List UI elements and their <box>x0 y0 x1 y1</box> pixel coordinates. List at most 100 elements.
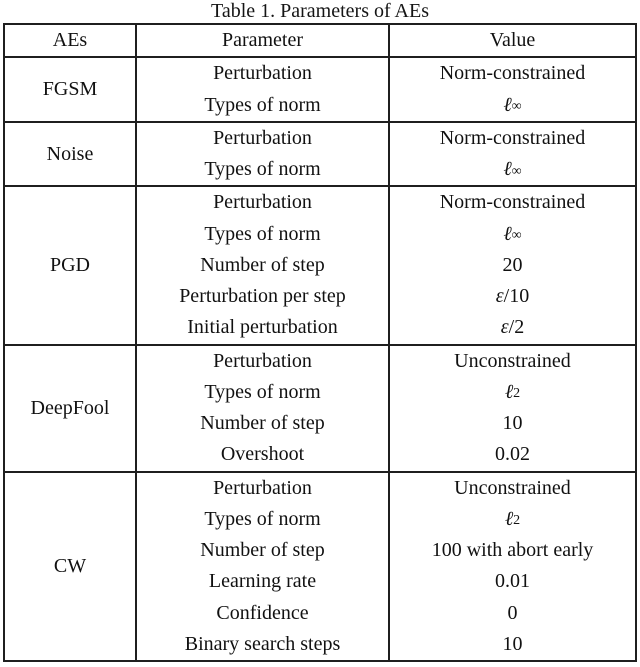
group-deepfool-label: DeepFool <box>5 345 137 471</box>
table-row: Confidence 0 <box>137 597 635 629</box>
value-cell: 10 <box>390 629 635 660</box>
param-cell: Types of norm <box>137 503 390 535</box>
table-row: Number of step 20 <box>137 249 635 281</box>
table-row: Perturbation per step ε/10 <box>137 281 635 313</box>
value-math: ℓ <box>504 507 514 530</box>
table-caption: Table 1. Parameters of AEs <box>211 0 429 22</box>
header-right-row: Parameter Value <box>137 25 635 57</box>
group-pgd: PGD Perturbation Norm-constrained Types … <box>5 185 635 344</box>
value-cell: Unconstrained <box>390 346 635 377</box>
table-row: Types of norm ℓ∞ <box>137 154 635 186</box>
group-deepfool: DeepFool Perturbation Unconstrained Type… <box>5 343 635 471</box>
group-cw: CW Perturbation Unconstrained Types of n… <box>5 470 635 660</box>
param-cell: Number of step <box>137 249 390 281</box>
value-cell: Unconstrained <box>390 473 635 504</box>
value-text: Norm-constrained <box>439 126 586 149</box>
value-cell: Norm-constrained <box>390 58 635 89</box>
value-text: 0 <box>507 601 518 624</box>
header-right: Parameter Value <box>137 25 635 57</box>
value-cell: 0.01 <box>390 566 635 597</box>
param-cell: Initial perturbation <box>137 312 390 344</box>
param-cell: Number of step <box>137 408 390 440</box>
param-cell: Confidence <box>137 597 390 629</box>
group-cw-rows: Perturbation Unconstrained Types of norm… <box>137 472 635 660</box>
table-row: Types of norm ℓ∞ <box>137 218 635 250</box>
value-math: ε <box>495 285 504 308</box>
value-cell: Norm-constrained <box>390 187 635 218</box>
value-math: ε <box>500 316 509 339</box>
table-row: Binary search steps 10 <box>137 628 635 660</box>
value-text: 100 with abort early <box>431 539 594 562</box>
table-row: Perturbation Unconstrained <box>137 345 635 377</box>
param-cell: Perturbation <box>137 58 390 90</box>
table-header-row: AEs Parameter Value <box>5 25 635 57</box>
table-row: Perturbation Norm-constrained <box>137 187 635 219</box>
col-header-value: Value <box>489 29 536 52</box>
group-pgd-rows: Perturbation Norm-constrained Types of n… <box>137 187 635 344</box>
group-noise: Noise Perturbation Norm-constrained Type… <box>5 120 635 186</box>
value-text: 10 <box>502 632 523 655</box>
group-pgd-label: PGD <box>5 187 137 344</box>
value-cell: ε/2 <box>390 312 635 343</box>
table-row: Number of step 10 <box>137 408 635 440</box>
value-cell: 0.02 <box>390 439 635 470</box>
param-cell: Perturbation <box>137 472 390 504</box>
value-subscript: ∞ <box>511 228 522 244</box>
value-rest: /2 <box>508 316 525 339</box>
param-cell: Perturbation <box>137 187 390 219</box>
param-cell: Types of norm <box>137 218 390 250</box>
value-text: Unconstrained <box>454 349 571 372</box>
value-rest: /10 <box>503 285 530 308</box>
table-row: Initial perturbation ε/2 <box>137 312 635 344</box>
value-text: 0.02 <box>495 443 530 466</box>
value-math: ℓ <box>504 380 514 403</box>
value-math: ℓ <box>503 222 512 245</box>
value-subscript: 2 <box>513 386 521 402</box>
table-row: Number of step 100 with abort early <box>137 535 635 567</box>
table-row: Perturbation Norm-constrained <box>137 58 635 90</box>
group-noise-label: Noise <box>5 122 137 186</box>
group-fgsm-label: FGSM <box>5 58 137 121</box>
param-cell: Types of norm <box>137 154 390 186</box>
param-cell: Perturbation <box>137 122 390 154</box>
table-row: Perturbation Unconstrained <box>137 472 635 504</box>
value-cell: 10 <box>390 408 635 439</box>
value-text: 0.01 <box>495 570 530 593</box>
group-fgsm: FGSM Perturbation Norm-constrained Types… <box>5 56 635 121</box>
value-subscript: ∞ <box>511 163 522 179</box>
param-cell: Perturbation per step <box>137 281 390 313</box>
value-cell: ε/10 <box>390 281 635 312</box>
group-deepfool-rows: Perturbation Unconstrained Types of norm… <box>137 345 635 471</box>
value-cell: 100 with abort early <box>390 535 635 566</box>
param-cell: Overshoot <box>137 439 390 471</box>
value-math: ℓ <box>503 93 512 116</box>
value-cell: 20 <box>390 250 635 281</box>
value-cell: 0 <box>390 598 635 629</box>
col-header-aes: AEs <box>5 25 137 57</box>
group-cw-label: CW <box>5 472 137 660</box>
param-cell: Types of norm <box>137 376 390 408</box>
param-cell: Learning rate <box>137 566 390 598</box>
param-cell: Number of step <box>137 535 390 567</box>
group-noise-rows: Perturbation Norm-constrained Types of n… <box>137 122 635 186</box>
value-text: Unconstrained <box>454 476 571 499</box>
value-text: 20 <box>502 253 523 276</box>
value-cell: ℓ∞ <box>390 219 635 250</box>
value-math: ℓ <box>503 158 512 181</box>
value-cell: ℓ∞ <box>390 154 635 185</box>
table-row: Overshoot 0.02 <box>137 439 635 471</box>
param-cell: Perturbation <box>137 345 390 377</box>
param-cell: Types of norm <box>137 89 390 121</box>
value-text: 10 <box>502 412 523 435</box>
value-text: Norm-constrained <box>439 62 586 85</box>
parameters-table: AEs Parameter Value FGSM Perturbation No… <box>3 23 637 662</box>
value-text: Norm-constrained <box>439 191 586 214</box>
value-cell: Norm-constrained <box>390 123 635 154</box>
group-fgsm-rows: Perturbation Norm-constrained Types of n… <box>137 58 635 121</box>
col-header-parameter: Parameter <box>137 25 390 57</box>
